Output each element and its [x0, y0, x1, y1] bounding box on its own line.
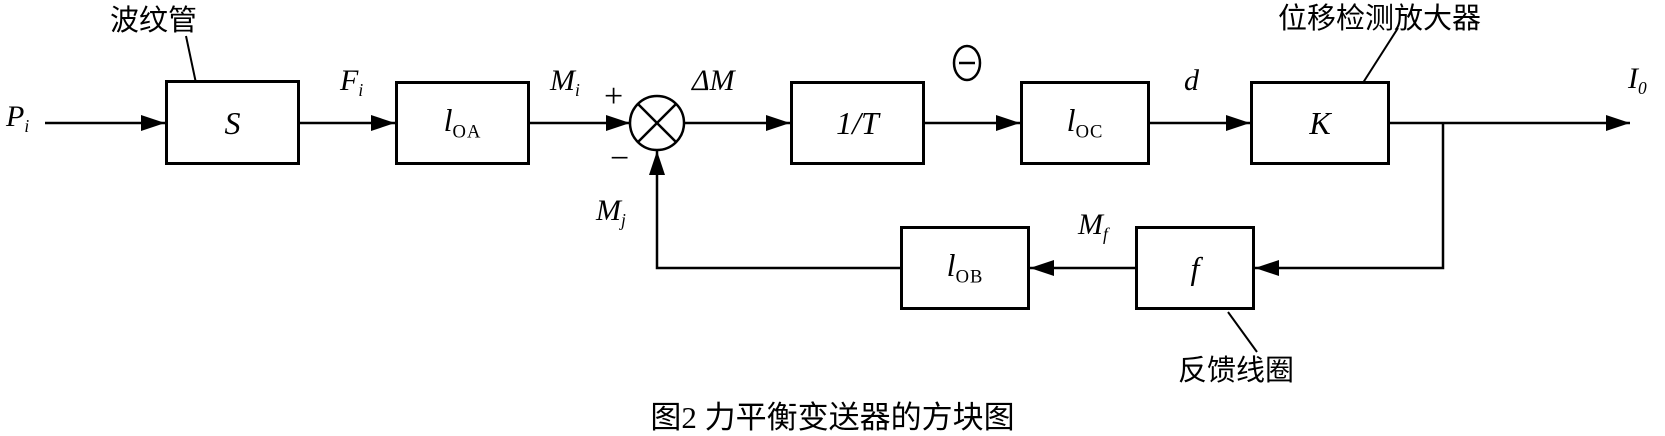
- annotation-displacement-amplifier: 位移检测放大器: [1278, 3, 1482, 35]
- annotation-bellows: 波纹管: [110, 5, 198, 37]
- block-l-oa-label: lOA: [443, 101, 482, 143]
- block-k: K: [1250, 81, 1390, 165]
- block-s-label: S: [224, 104, 241, 141]
- feedback-coil-pointer-line: [1227, 311, 1258, 353]
- block-k-label: K: [1309, 105, 1331, 141]
- annotation-feedback-coil: 反馈线圈: [1178, 355, 1295, 387]
- block-l-oc: lOC: [1020, 81, 1150, 165]
- block-l-oc-label: lOC: [1066, 101, 1104, 143]
- wire-lob-to-sum: [649, 151, 900, 270]
- wire-feedback-takeoff: [1255, 123, 1445, 276]
- summing-junction-icon: [628, 94, 686, 152]
- sum-minus-sign: −: [610, 140, 630, 177]
- circled-minus-icon: [952, 44, 982, 82]
- signal-delta-m: ΔM: [692, 64, 735, 97]
- block-1-over-t-label: 1/T: [836, 105, 879, 141]
- block-s: S: [165, 80, 300, 165]
- block-f: f: [1135, 226, 1255, 310]
- figure-caption: 图2 力平衡变送器的方块图: [650, 400, 1015, 435]
- block-1-over-t: 1/T: [790, 81, 925, 165]
- block-f-label: f: [1190, 250, 1200, 286]
- block-l-ob: lOB: [900, 226, 1030, 310]
- signal-m-f: Mf: [1078, 208, 1108, 245]
- signal-m-j: Mj: [596, 194, 626, 231]
- block-l-oa: lOA: [395, 81, 530, 165]
- signal-d: d: [1184, 64, 1199, 97]
- signal-f-i: Fi: [340, 64, 364, 101]
- signal-m-i: Mi: [550, 64, 580, 101]
- signal-i-0: I0: [1628, 62, 1647, 99]
- signal-p-i: Pi: [6, 100, 30, 137]
- block-l-ob-label: lOB: [946, 246, 984, 288]
- sum-plus-sign: +: [604, 78, 624, 115]
